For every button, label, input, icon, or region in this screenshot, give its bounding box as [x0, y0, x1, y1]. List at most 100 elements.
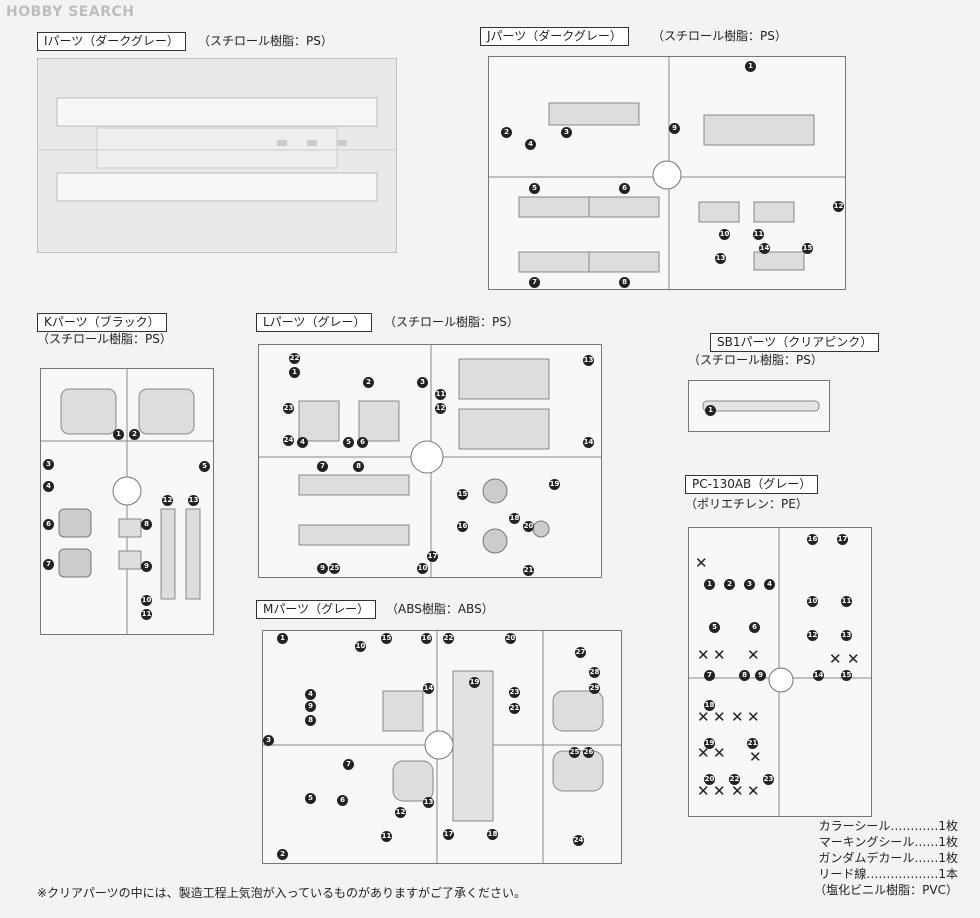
part-number-k: 9	[141, 561, 152, 572]
x-mark: ✕	[697, 744, 710, 762]
part-number-m: 6	[337, 795, 348, 806]
part-number-l: 3	[417, 377, 428, 388]
section-label-pc: PC-130AB（グレー）	[685, 475, 819, 494]
part-number-sb1: 1	[705, 405, 716, 416]
sprue-pc-frame	[689, 528, 871, 816]
footnote: ※クリアパーツの中には、製造工程上気泡が入っているものがありますがご了承ください…	[37, 886, 526, 900]
part-number-m: 19	[469, 677, 480, 688]
inventory-item: マーキングシール……1枚	[818, 835, 958, 849]
part-number-m: 27	[575, 647, 586, 658]
part-number-m: 3	[263, 735, 274, 746]
part-number-pc: 17	[837, 534, 848, 545]
part-number-pc: 20	[704, 774, 715, 785]
part-number-l: 7	[317, 461, 328, 472]
sprue-pc: 1 2 3 4 5 6 7 8 9 10 11 12 13 14 15 16 1…	[688, 527, 872, 817]
part-number-l: 24	[283, 435, 294, 446]
part-number-k: 11	[141, 609, 152, 620]
part-number-l: 22	[289, 353, 300, 364]
part-number-j: 1	[745, 61, 756, 72]
part-number-l: 8	[353, 461, 364, 472]
part-number-l: 2	[363, 377, 374, 388]
part-number-pc: 12	[807, 630, 818, 641]
x-mark: ✕	[747, 646, 760, 664]
part-number-m: 23	[509, 687, 520, 698]
part-number-m: 5	[305, 793, 316, 804]
part-number-m: 13	[423, 797, 434, 808]
part-number-pc: 14	[813, 670, 824, 681]
part-number-k: 12	[162, 495, 173, 506]
part-number-k: 13	[188, 495, 199, 506]
section-note-j: （スチロール樹脂：PS）	[652, 29, 787, 43]
section-label-sb1: SB1パーツ（クリアピンク）	[710, 333, 880, 352]
part-number-j: 5	[529, 183, 540, 194]
x-mark: ✕	[731, 782, 744, 800]
x-mark: ✕	[747, 782, 760, 800]
part-number-l: 23	[283, 403, 294, 414]
part-number-pc: 9	[755, 670, 766, 681]
part-number-pc: 8	[739, 670, 750, 681]
part-number-m: 18	[487, 829, 498, 840]
part-number-j: 8	[619, 277, 630, 288]
part-number-m: 24	[573, 835, 584, 846]
part-number-pc: 22	[729, 774, 740, 785]
sprue-sb1-frame	[702, 400, 820, 412]
part-number-l: 9	[317, 563, 328, 574]
part-number-k: 8	[141, 519, 152, 530]
section-note-pc: （ポリエチレン：PE）	[685, 497, 808, 511]
part-number-pc: 19	[704, 738, 715, 749]
part-number-j: 13	[715, 253, 726, 264]
part-number-j: 9	[669, 123, 680, 134]
part-number-pc: 23	[763, 774, 774, 785]
part-number-j: 4	[525, 139, 536, 150]
part-number-pc: 4	[764, 579, 775, 590]
part-number-l: 13	[583, 355, 594, 366]
part-number-l: 15	[457, 489, 468, 500]
part-number-l: 25	[329, 563, 340, 574]
part-number-pc: 7	[704, 670, 715, 681]
part-number-pc: 10	[807, 596, 818, 607]
part-number-k: 7	[43, 559, 54, 570]
part-number-m: 16	[421, 633, 432, 644]
part-number-pc: 16	[807, 534, 818, 545]
part-number-j: 6	[619, 183, 630, 194]
part-number-l: 5	[343, 437, 354, 448]
sprue-j: 1 2 3 4 5 6 7 8 9 10 11 12 13 14 15	[488, 56, 846, 290]
part-number-l: 4	[297, 437, 308, 448]
x-mark: ✕	[695, 554, 708, 572]
part-number-pc: 21	[747, 738, 758, 749]
part-number-l: 16	[457, 521, 468, 532]
part-number-m: 8	[305, 715, 316, 726]
part-number-m: 25	[569, 747, 580, 758]
part-number-pc: 3	[744, 579, 755, 590]
part-number-j: 3	[561, 127, 572, 138]
part-number-l: 11	[435, 389, 446, 400]
x-mark: ✕	[697, 708, 710, 726]
part-number-pc: 11	[841, 596, 852, 607]
part-number-pc: 15	[841, 670, 852, 681]
part-number-j: 12	[833, 201, 844, 212]
part-number-k: 4	[43, 481, 54, 492]
section-note-m: （ABS樹脂：ABS）	[386, 602, 494, 616]
x-mark: ✕	[747, 708, 760, 726]
x-mark: ✕	[713, 782, 726, 800]
part-number-k: 6	[43, 519, 54, 530]
part-number-k: 10	[141, 595, 152, 606]
part-number-j: 14	[759, 243, 770, 254]
section-label-i: Iパーツ（ダークグレー）	[37, 32, 186, 51]
inventory-list: カラーシール…………1枚 マーキングシール……1枚 ガンダムデカール……1枚 リ…	[814, 818, 958, 898]
inventory-item: リード線………………1本	[818, 867, 958, 881]
part-number-m: 26	[583, 747, 594, 758]
part-number-j: 10	[719, 229, 730, 240]
part-number-pc: 13	[841, 630, 852, 641]
x-mark: ✕	[713, 744, 726, 762]
part-number-l: 10	[417, 563, 428, 574]
sprue-l-frame	[259, 345, 601, 577]
part-number-pc: 2	[724, 579, 735, 590]
section-label-m: Mパーツ（グレー）	[256, 600, 377, 619]
part-number-l: 17	[427, 551, 438, 562]
part-number-l: 19	[549, 479, 560, 490]
part-number-k: 3	[43, 459, 54, 470]
section-label-l: Lパーツ（グレー）	[256, 313, 373, 332]
section-note-sb1: （スチロール樹脂：PS）	[688, 353, 823, 367]
part-number-j: 2	[501, 127, 512, 138]
